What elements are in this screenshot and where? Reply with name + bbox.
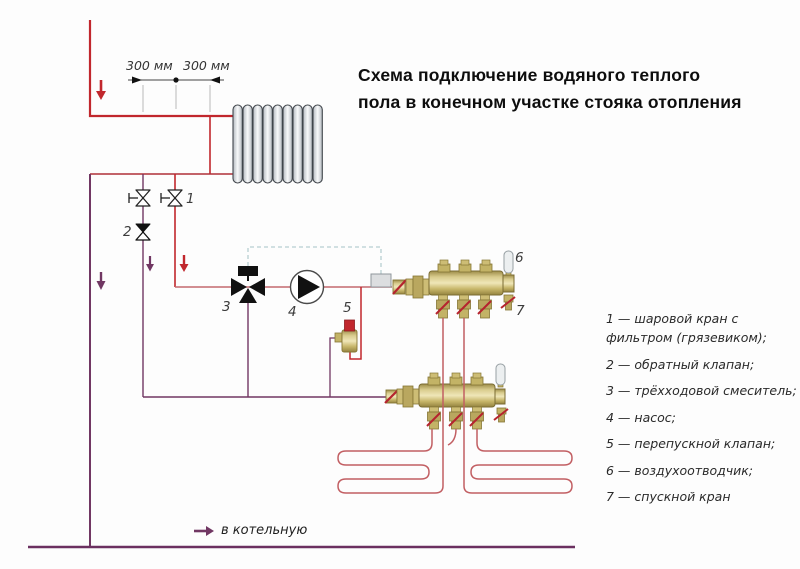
pump-icon (289, 269, 325, 305)
radiator (232, 104, 323, 184)
ball-valve-icon-return (128, 189, 151, 207)
dimension-label-left: 300 мм (126, 58, 173, 73)
drain-valve-icon-return (493, 407, 509, 423)
page-title-line1: Схема подключение водяного теплого (358, 65, 701, 85)
supply-riser-pipe (88, 20, 233, 118)
page-title: Схема подключение водяного теплого пола … (358, 62, 742, 116)
floor-loop-right (463, 318, 573, 494)
manifold-outlet-valve (456, 294, 471, 319)
page-title-line2: пола в конечном участке стояка отопления (358, 92, 742, 112)
marker-ball-valve: 1 (186, 191, 195, 207)
floor-loop-left (337, 318, 444, 494)
manifold-outlet-valve (469, 406, 484, 430)
manifold-outlet-valve (426, 406, 441, 430)
bypass-valve-supply-pipe (349, 287, 362, 360)
legend-item-pump: 4 — насос; (606, 409, 676, 425)
ball-valve-icon-supply (160, 189, 183, 207)
legend-item-mixer: 3 — трёхходовой смеситель; (606, 383, 797, 398)
dimension-dot (173, 77, 179, 83)
check-valve-icon (135, 223, 151, 241)
dimension-label-right: 300 мм (183, 58, 230, 73)
marker-air-vent: 6 (515, 250, 524, 266)
thermostat-capillary-line (247, 246, 382, 274)
manifold-inlet-valve-handle (384, 389, 399, 404)
dimension-arrow-left (132, 76, 142, 84)
manifold-outlet-valve (448, 406, 463, 430)
return-manifold (384, 363, 509, 430)
legend-item-check-valve: 2 — обратный клапан; (606, 356, 755, 372)
air-vent-icon-supply (503, 250, 514, 276)
manifold-outlet-valve (435, 294, 450, 319)
dimension-annotation (128, 76, 224, 112)
bypass-valve-return-pipe (329, 337, 338, 397)
marker-bypass-valve: 5 (343, 300, 352, 316)
manifold-inlet-valve-handle (392, 279, 407, 295)
thermostat-sensor-box (370, 273, 392, 288)
marker-mixer: 3 (222, 299, 231, 315)
marker-pump: 4 (288, 304, 297, 320)
drain-valve-icon-supply (500, 294, 516, 311)
flow-arrow-return-riser (96, 272, 106, 290)
legend: 1 — шаровой кран с фильтром (грязевиком)… (606, 309, 798, 514)
bypass-valve-icon (334, 319, 358, 353)
flow-arrow-supply-riser (96, 80, 106, 100)
legend-item-air-vent: 6 — воздухоотводчик; (606, 462, 754, 478)
marker-drain-valve: 7 (516, 303, 525, 319)
loop-stub-middle (447, 428, 457, 446)
three-way-mixer-icon (231, 266, 265, 303)
legend-item-drain-valve: 7 — спускной кран (606, 489, 731, 504)
flow-arrow-tap-supply (179, 255, 189, 272)
boiler-direction-note: в котельную (221, 523, 308, 538)
supply-manifold (392, 250, 516, 319)
legend-item-bypass-valve: 5 — перепускной клапан; (606, 436, 776, 451)
manifold-outlet-valve (477, 294, 492, 319)
marker-check-valve: 2 (123, 224, 132, 240)
legend-item-ball-valve: 1 — шаровой кран с фильтром (грязевиком)… (606, 311, 767, 345)
air-vent-icon-return (495, 363, 506, 388)
flow-arrow-tap-return (146, 256, 154, 272)
boiler-direction-arrow (194, 526, 214, 536)
dimension-arrow-right (210, 76, 220, 84)
